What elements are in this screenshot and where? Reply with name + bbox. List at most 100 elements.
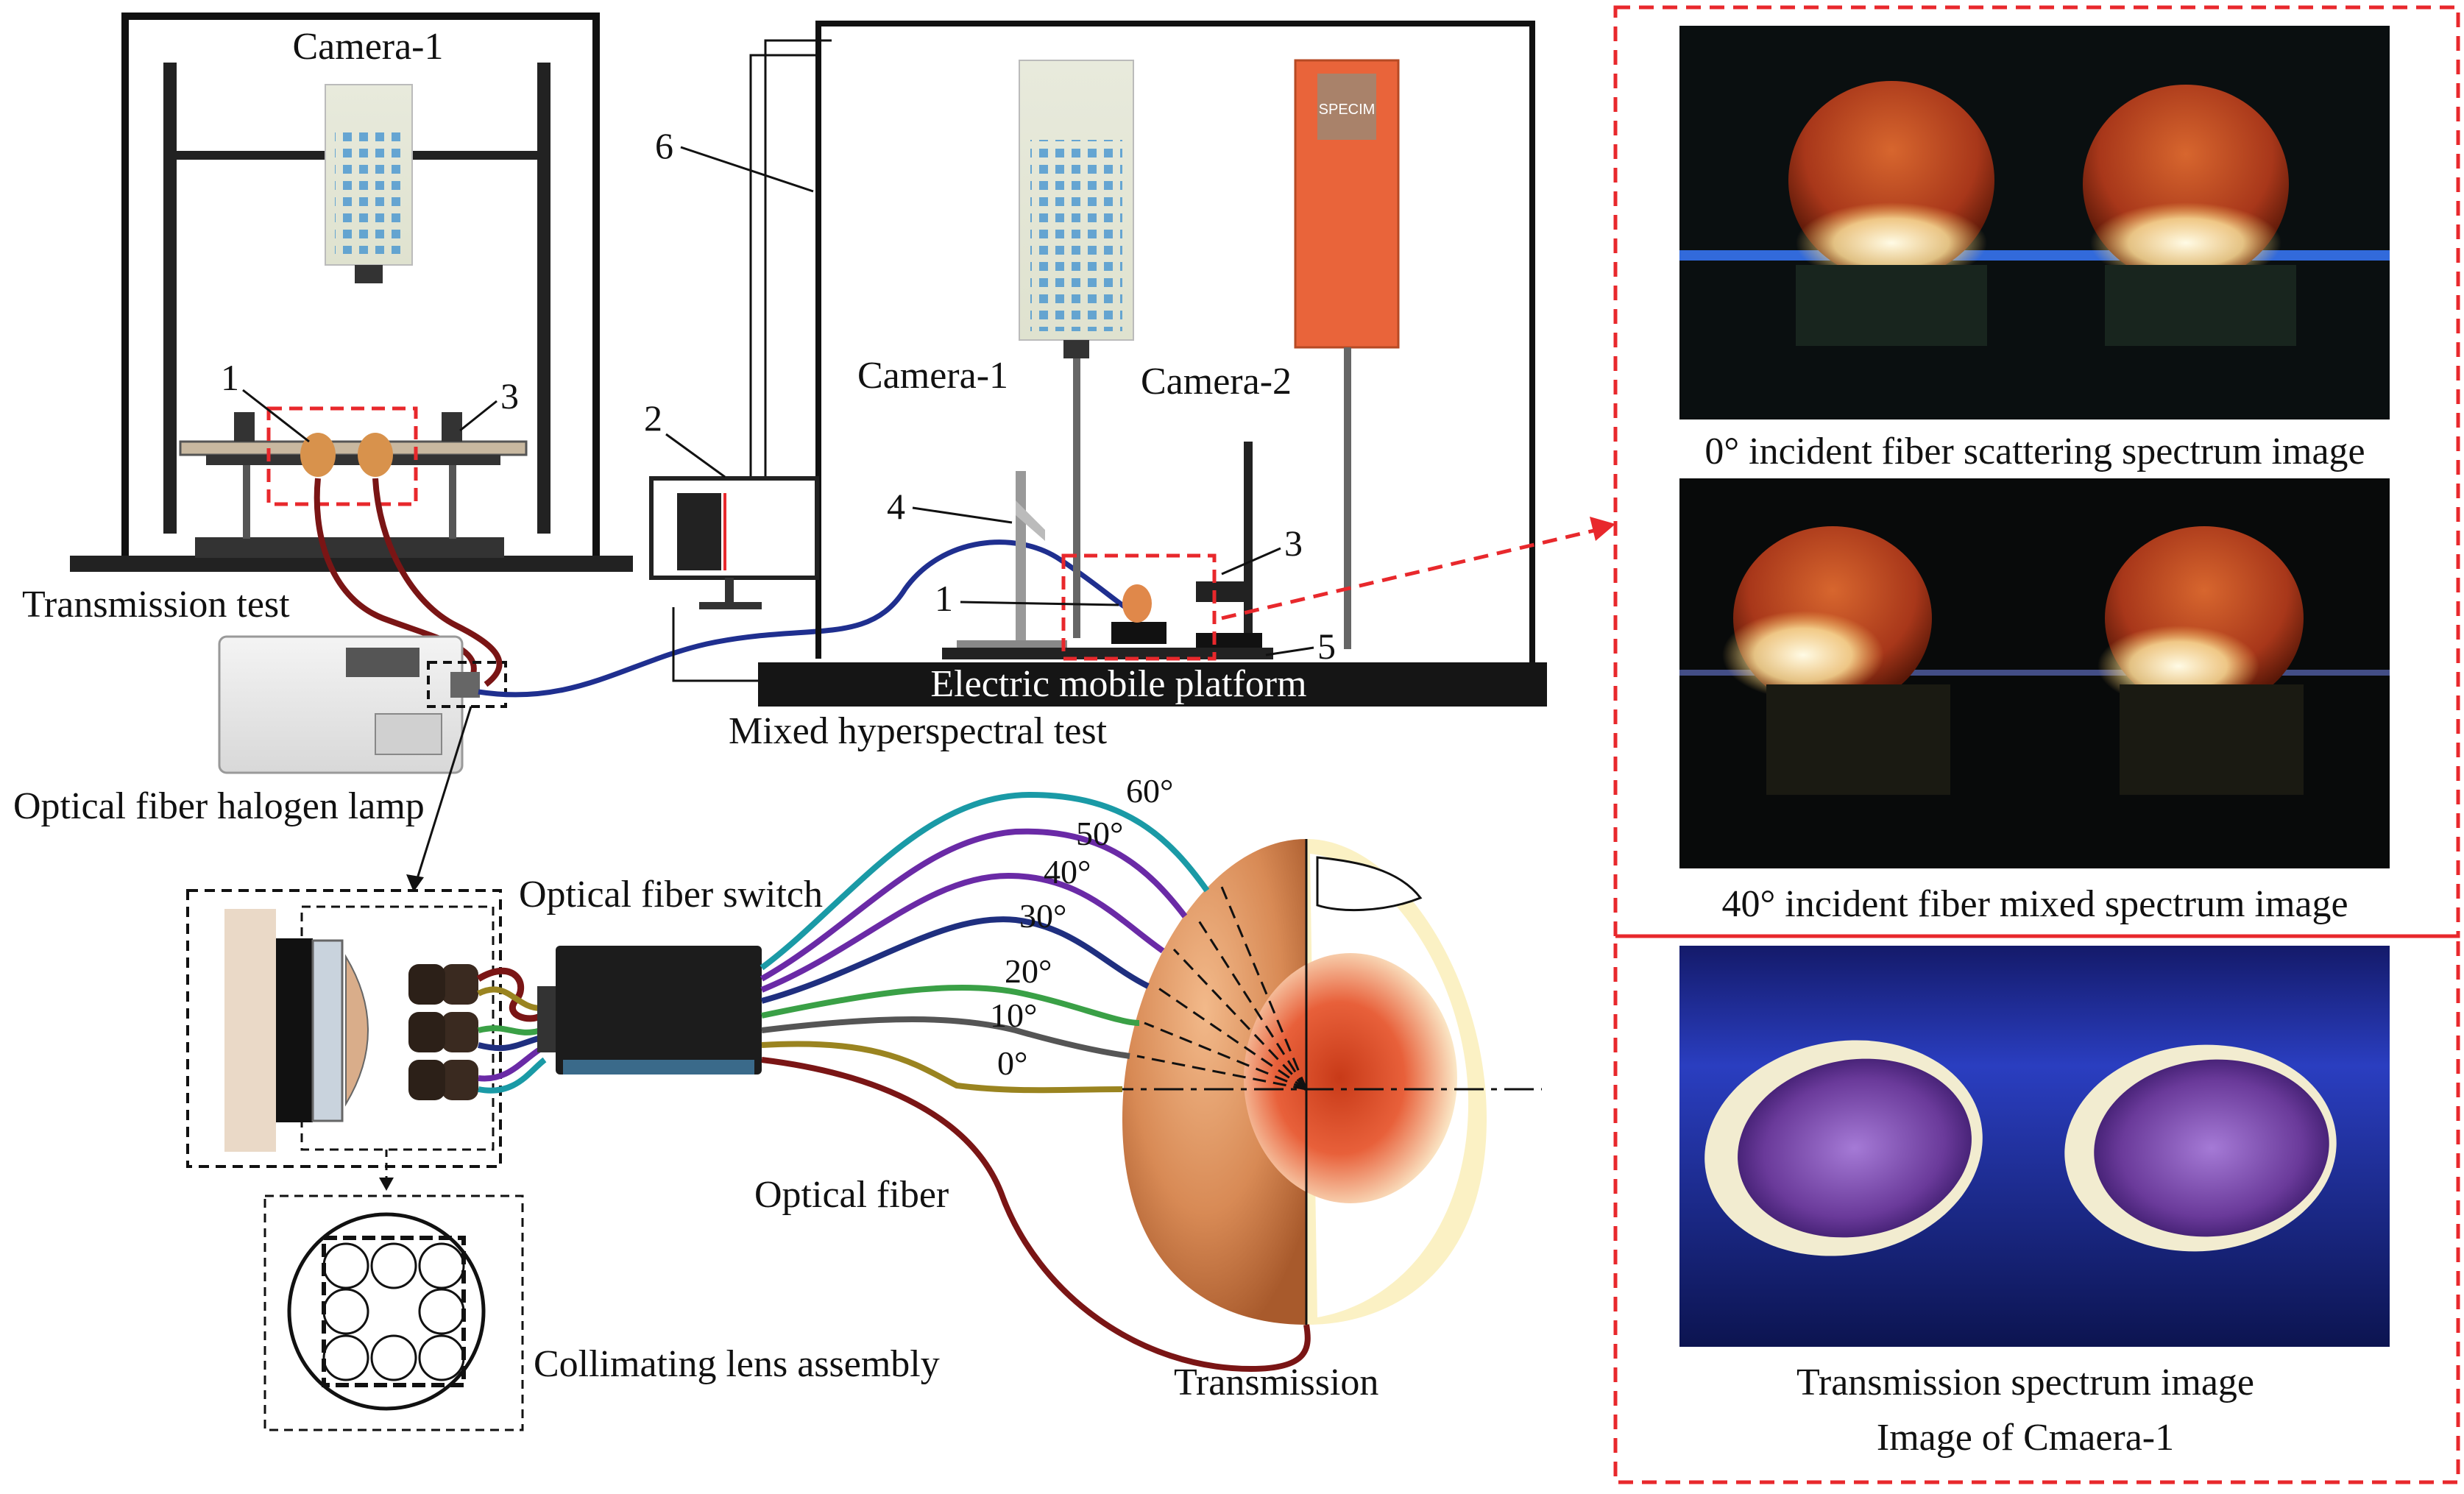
- fiber-left-2: [372, 478, 503, 687]
- angle-line-40: [1172, 948, 1308, 1091]
- center-callout-3: 3: [1284, 523, 1303, 564]
- fiber-60deg: [760, 791, 1210, 971]
- stand3-arm: [1196, 581, 1247, 602]
- image-0deg-bg: [1679, 26, 2390, 419]
- left-callout-3: 3: [500, 375, 519, 417]
- rig-stage-plate: [206, 455, 500, 465]
- left-callout-3-line: [459, 400, 498, 432]
- rig6-outer-frame: [815, 21, 1535, 666]
- angle-line-20: [1144, 1022, 1307, 1091]
- left-callout-1-line: [242, 389, 310, 443]
- transmission-test-rig: Camera-1 1 3 Transmission test: [22, 13, 633, 626]
- image-40deg-beam: [1679, 670, 2390, 676]
- image-trans-egg-1: [1738, 1058, 1972, 1238]
- egg-holder: [1111, 622, 1166, 644]
- image-0deg-glow-2: [2090, 202, 2281, 283]
- stage-platform: [942, 648, 1273, 659]
- monitor-base: [699, 602, 762, 609]
- center-callout-4: 4: [887, 486, 905, 527]
- angle-label-60: 60°: [1126, 772, 1173, 810]
- left-sample-box: [266, 406, 418, 506]
- fiber-transmission: [761, 1057, 1311, 1373]
- left-callout-1: 1: [221, 357, 239, 398]
- angle-label-40: 40°: [1044, 853, 1091, 891]
- collimator-loop-green: [478, 1025, 542, 1035]
- collimator-holder: [276, 938, 313, 1122]
- panel-outer-bottom: [1613, 934, 2460, 1484]
- rig6-cable-1: [764, 39, 832, 478]
- left-egg-2: [358, 433, 393, 477]
- collimator-fiber-3: [442, 1060, 478, 1100]
- lens-assembly-circle: [287, 1212, 486, 1411]
- center-camera1-pole: [1073, 358, 1080, 638]
- fiber-left-1: [314, 478, 477, 682]
- collimator-detail: Collimating lens assembly: [186, 889, 940, 1431]
- left-camera-lens: [355, 265, 383, 283]
- collimator-fiber-1: [442, 964, 478, 1005]
- fiber-20deg: [761, 984, 1140, 1026]
- image-0deg-beam: [1679, 250, 2390, 261]
- sample-red-box: [1061, 553, 1217, 661]
- egg-shell: [1122, 839, 1306, 1325]
- rig-support-right: [449, 465, 456, 539]
- collimator-glass: [311, 939, 344, 1122]
- collimator-outer-box: [186, 889, 502, 1168]
- red-arrow-line: [1221, 528, 1598, 620]
- image-trans-caption-1: Transmission spectrum image: [1796, 1362, 2254, 1403]
- transmission-test-label: Transmission test: [22, 584, 290, 626]
- panel-outer-top: [1613, 5, 2460, 938]
- image-0deg-holder-2: [2105, 265, 2296, 346]
- angle-line-60: [1220, 886, 1308, 1090]
- fiber-50deg: [760, 828, 1188, 982]
- center-callout-3-line: [1221, 547, 1281, 576]
- red-arrow-head: [1590, 517, 1615, 541]
- collimator-loop-teal: [478, 1057, 547, 1094]
- zoom-pointer-head: [406, 874, 424, 892]
- center-egg: [1122, 584, 1152, 623]
- image-0deg-glow-1: [1796, 202, 1987, 283]
- image-0deg-holder-1: [1796, 265, 1987, 346]
- lens-4: [322, 1288, 369, 1335]
- image-40deg-glow-1: [1722, 611, 1884, 699]
- lamp-connector: [450, 672, 480, 698]
- rig-stage-top: [179, 440, 528, 456]
- monitor-display: [677, 493, 721, 570]
- fiber-switch-label: Optical fiber switch: [519, 874, 823, 916]
- collimating-lens-label: Collimating lens assembly: [534, 1343, 940, 1385]
- lens-7: [370, 1334, 417, 1381]
- specim-brand: SPECIM: [1319, 102, 1376, 118]
- rig-clamp-right: [442, 412, 462, 442]
- collimator-zoom-head: [379, 1178, 394, 1191]
- fiber-0deg: [761, 1041, 1123, 1094]
- zoom-pointer-line: [414, 706, 472, 884]
- halogen-lamp: Optical fiber halogen lamp: [13, 635, 507, 827]
- rig-left-post: [163, 63, 177, 534]
- image-40deg-caption: 40° incident fiber mixed spectrum image: [1721, 883, 2348, 925]
- center-callout-5: 5: [1317, 626, 1336, 667]
- center-callout-1-line: [960, 601, 1119, 606]
- center-callout-2: 2: [644, 397, 662, 439]
- lens-2: [370, 1242, 417, 1289]
- switch-bottom-edge: [563, 1060, 754, 1075]
- lens-6: [322, 1334, 369, 1381]
- transmission-label: Transmission: [1174, 1362, 1378, 1403]
- collimator-loop-olive: [477, 986, 542, 1011]
- collimator-lens: [345, 954, 369, 1107]
- rig6-cable-3: [672, 607, 758, 682]
- mixed-hyperspectral-rig: SPECIM Camera-1 Camera-2 Electric mobile…: [644, 21, 1547, 752]
- angle-line-50: [1194, 916, 1308, 1090]
- center-camera2-pole: [1344, 347, 1351, 649]
- lamp-sticker: [375, 713, 442, 755]
- optical-fiber-label: Optical fiber: [754, 1174, 949, 1216]
- lens-3: [418, 1242, 465, 1289]
- camera2-label: Camera-2: [1141, 361, 1292, 403]
- fiber-40deg: [760, 872, 1165, 993]
- image-trans-egg-2: [2094, 1059, 2329, 1237]
- rig-base: [70, 556, 633, 572]
- egg-air-cell: [1316, 856, 1423, 912]
- center-camera1-lens: [1063, 340, 1089, 358]
- lens-1: [322, 1242, 369, 1289]
- image-40deg-holder-2: [2120, 684, 2304, 795]
- center-camera1-pattern: [1030, 140, 1122, 331]
- rig6-cable-2: [749, 54, 818, 478]
